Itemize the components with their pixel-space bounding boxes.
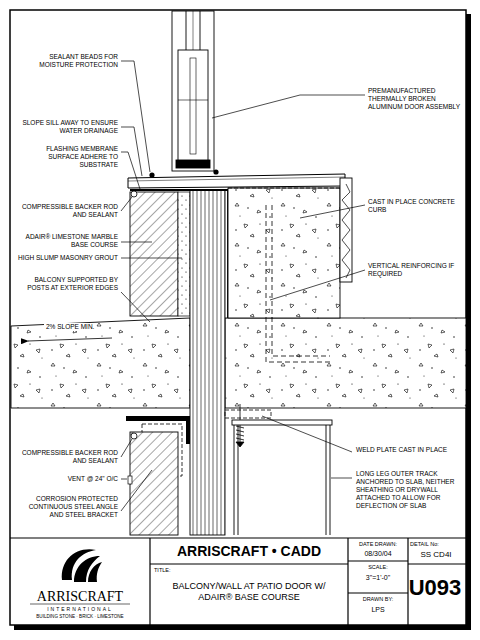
anchor-screw — [236, 404, 244, 447]
slope-note: 2% SLOPE MIN. — [44, 323, 96, 331]
stone-base-course — [130, 192, 178, 316]
callout-note: CORROSION PROTECTED CONTINUOUS STEEL ANG… — [14, 495, 118, 519]
slope-arrow — [28, 338, 112, 341]
callout-note: VERTICAL REINFORCING IF REQUIRED — [368, 262, 463, 278]
callout-note: CAST IN PLACE CONCRETE CURB — [368, 198, 463, 214]
masonry-grout — [178, 192, 190, 316]
stone-base-course — [130, 432, 178, 535]
sealant-bead — [149, 172, 154, 177]
company-heading: ARRISCRAFT • CADD — [150, 543, 348, 560]
concrete-curb — [228, 188, 340, 318]
callout-note: FLASHING MEMBRANE SURFACE ADHERE TO SUBS… — [14, 145, 118, 169]
field-name: SCALE: — [349, 564, 407, 571]
callout-note: COMPRESSIBLE BACKER ROD AND SEALANT — [14, 449, 118, 465]
floor-slab — [225, 318, 466, 408]
field-name: DATE DRAWN: — [349, 541, 407, 548]
steel-track — [232, 420, 332, 535]
field-value: 08/30/04 — [349, 550, 407, 559]
company-subtitle: INTERNATIONAL — [12, 606, 148, 612]
company-tagline: BUILDING STONE · BRICK · LIMESTONE — [12, 614, 148, 620]
sheet-border — [10, 10, 466, 625]
callout-note: ADAIR® LIMESTONE MARBLE BASE COURSE — [14, 233, 118, 249]
field-name: DRAWN BY: — [349, 596, 407, 603]
callout-note: BALCONY SUPPORTED BY POSTS AT EXTERIOR E… — [14, 276, 118, 292]
backer-rod — [131, 433, 137, 439]
callout-note: COMPRESSIBLE BACKER ROD AND SEALANT — [14, 203, 118, 219]
balcony-slab — [11, 318, 190, 408]
sloped-sill — [128, 174, 345, 188]
vent — [128, 476, 132, 484]
backer-rod — [131, 191, 137, 197]
callout-note: LONG LEG OUTER TRACK ANCHORED TO SLAB, N… — [356, 470, 462, 510]
field-value: LPS — [349, 606, 407, 615]
leader-lines — [121, 61, 365, 511]
sheet-number: U093 — [406, 575, 464, 602]
callout-note: WELD PLATE CAST IN PLACE — [356, 446, 462, 454]
detail-number: SS CD4I — [408, 550, 464, 560]
callout-note: VENT @ 24" O/C — [14, 475, 118, 483]
field-name: DETAIL No: — [410, 541, 464, 548]
company-name: ARRISCRAFT — [12, 588, 148, 605]
masonry-wall — [190, 190, 225, 535]
door-assembly — [172, 11, 214, 171]
sealant-bead — [213, 169, 218, 174]
callout-note: SEALANT BEADS FOR MOISTURE PROTECTION — [14, 53, 118, 69]
title-block — [10, 538, 466, 625]
callout-note: HIGH SLUMP MASONRY GROUT — [14, 254, 118, 262]
field-value: 3"=1'-0" — [349, 574, 407, 583]
vertical-reinforcing — [266, 205, 330, 362]
drawing-title: BALCONY/WALL AT PATIO DOOR W/ ADAIR® BAS… — [156, 581, 342, 603]
curb-finish — [340, 178, 352, 282]
field-name: TITLE: — [154, 567, 214, 574]
callout-note: SLOPE SILL AWAY TO ENSURE WATER DRAINAGE — [14, 119, 118, 135]
callout-note: PREMANUFACTURED THERMALLY BROKEN ALUMINU… — [368, 87, 463, 111]
flashing-membrane — [130, 190, 228, 318]
